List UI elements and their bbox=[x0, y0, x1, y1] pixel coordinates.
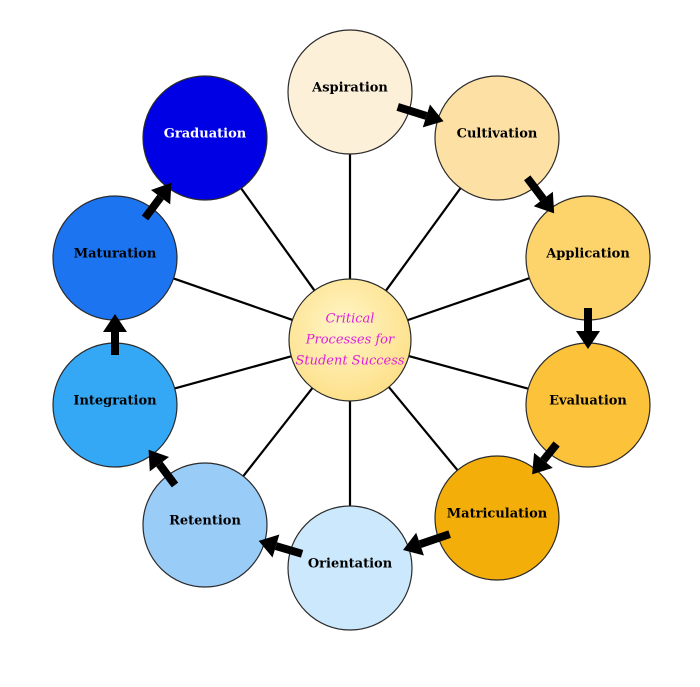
arrow-evaluation-to-matriculation bbox=[532, 441, 560, 475]
evaluation-label: Evaluation bbox=[549, 394, 627, 409]
retention-circle bbox=[142, 462, 268, 588]
arrow-head-icon bbox=[151, 182, 172, 205]
aspiration-circle bbox=[287, 29, 413, 155]
arrow-head-icon bbox=[422, 104, 444, 128]
center-circle bbox=[288, 278, 412, 402]
node-matriculation: Matriculation bbox=[434, 455, 560, 581]
node-evaluation: Evaluation bbox=[525, 342, 651, 468]
graduation-label: Graduation bbox=[164, 127, 247, 142]
arrow-head-icon bbox=[258, 534, 280, 558]
arrow-shaft bbox=[540, 441, 560, 463]
arrow-orientation-to-retention bbox=[258, 534, 304, 558]
node-application: Application bbox=[525, 195, 651, 321]
center-hub: Critical Processes for Student Success bbox=[288, 278, 412, 402]
spoke-maturation bbox=[173, 277, 293, 321]
spoke-cultivation bbox=[385, 187, 462, 292]
node-cultivation: Cultivation bbox=[434, 75, 560, 201]
arrow-shaft bbox=[396, 103, 428, 120]
arrow-head-icon bbox=[533, 191, 555, 214]
application-label: Application bbox=[545, 247, 630, 262]
arrow-shaft bbox=[274, 542, 304, 558]
spoke-evaluation bbox=[408, 355, 529, 390]
center-label-line-1: Critical bbox=[326, 312, 375, 327]
arrow-shaft bbox=[156, 461, 179, 488]
arrow-integration-to-maturation bbox=[103, 314, 127, 355]
spoke-graduation bbox=[240, 187, 316, 292]
integration-label: Integration bbox=[73, 394, 157, 409]
matriculation-circle bbox=[434, 455, 560, 581]
center-label-line-2: Processes for bbox=[305, 333, 395, 348]
arrow-shaft bbox=[524, 175, 547, 202]
orientation-label: Orientation bbox=[308, 557, 393, 572]
arrow-maturation-to-graduation bbox=[141, 182, 172, 221]
node-orientation: Orientation bbox=[287, 505, 413, 631]
matriculation-label: Matriculation bbox=[447, 507, 548, 522]
spoke-matriculation bbox=[387, 386, 459, 471]
node-retention: Retention bbox=[142, 462, 268, 588]
arrow-head-icon bbox=[148, 449, 169, 472]
arrow-head-icon bbox=[103, 314, 127, 332]
arrow-head-icon bbox=[576, 331, 600, 349]
spokes bbox=[173, 154, 530, 506]
arrow-application-to-evaluation bbox=[576, 308, 600, 349]
spoke-application bbox=[407, 277, 530, 322]
center-label-line-3: Student Success bbox=[295, 354, 404, 369]
cultivation-circle bbox=[434, 75, 560, 201]
spoke-retention bbox=[242, 387, 314, 477]
node-aspiration: Aspiration bbox=[287, 29, 413, 155]
arrow-matriculation-to-orientation bbox=[403, 530, 451, 556]
aspiration-label: Aspiration bbox=[311, 81, 388, 96]
node-maturation: Maturation bbox=[52, 195, 178, 321]
arrow-aspiration-to-cultivation bbox=[396, 103, 444, 128]
spoke-integration bbox=[174, 355, 292, 390]
arrow-cultivation-to-application bbox=[524, 175, 555, 214]
retention-label: Retention bbox=[169, 514, 241, 529]
process-nodes: AspirationCultivationApplicationEvaluati… bbox=[52, 29, 651, 631]
arrow-head-icon bbox=[532, 452, 553, 475]
graduation-circle bbox=[142, 75, 268, 201]
arrow-retention-to-integration bbox=[148, 449, 179, 488]
cultivation-label: Cultivation bbox=[457, 127, 538, 142]
arrow-shaft bbox=[141, 194, 164, 221]
node-graduation: Graduation bbox=[142, 75, 268, 201]
node-integration: Integration bbox=[52, 342, 178, 468]
arrow-shaft bbox=[418, 530, 451, 548]
maturation-label: Maturation bbox=[74, 247, 157, 262]
arrow-head-icon bbox=[403, 532, 424, 556]
orientation-circle bbox=[287, 505, 413, 631]
